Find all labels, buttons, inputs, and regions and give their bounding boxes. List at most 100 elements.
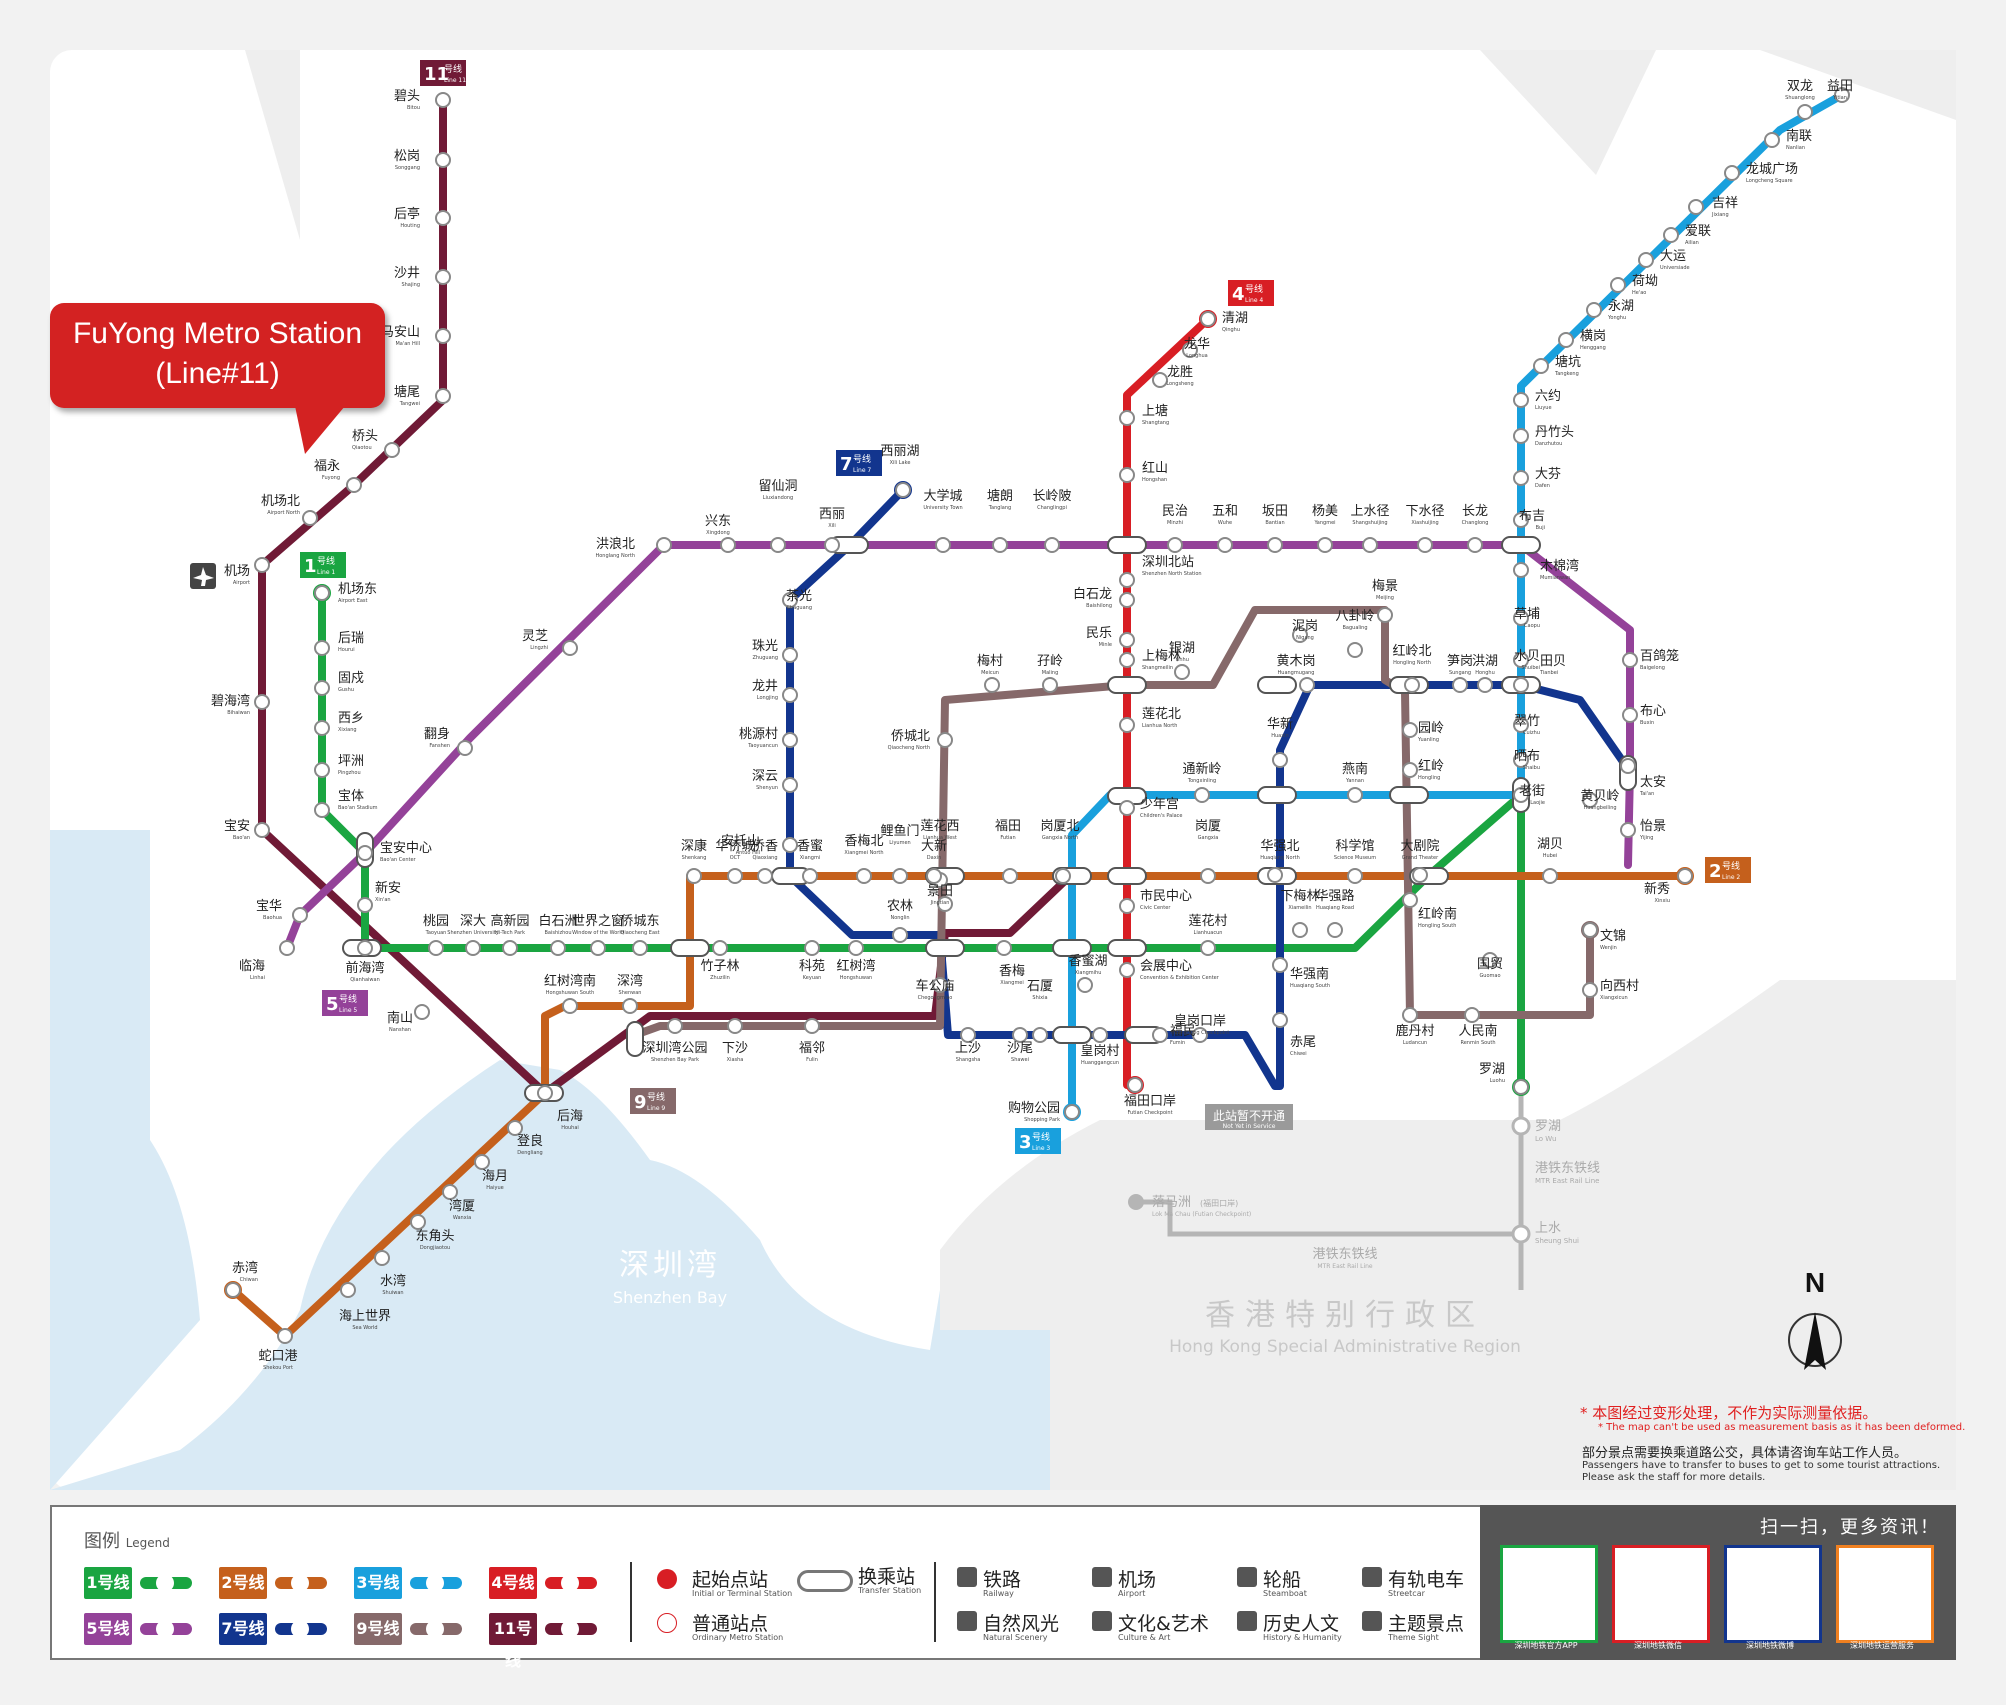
station-label[interactable]: 杨美 — [1312, 504, 1338, 519]
station-label[interactable]: 侨城北 — [891, 729, 930, 744]
station-label[interactable]: 后海 — [557, 1109, 583, 1124]
station-label[interactable]: 塘尾 — [394, 384, 420, 400]
station-label[interactable]: 洪浪北 — [596, 537, 635, 552]
station-label[interactable]: 益田 — [1827, 79, 1853, 94]
station-label[interactable]: 高新园 — [490, 913, 529, 929]
station-label[interactable]: 香蜜 — [797, 839, 823, 854]
station-label[interactable]: 固戍 — [338, 671, 364, 686]
station-label[interactable]: 红岭北 — [1392, 643, 1431, 659]
station-label[interactable]: 机场 — [224, 564, 250, 579]
station-label[interactable]: 上梅林 — [1142, 649, 1181, 664]
station-label[interactable]: 黄贝岭 — [1580, 789, 1619, 804]
station-label[interactable]: 茶光 — [786, 588, 812, 604]
station-label[interactable]: 下水径 — [1405, 504, 1444, 519]
station-label[interactable]: 景田 — [927, 884, 953, 899]
station-label[interactable]: 塘坑 — [1555, 354, 1581, 370]
station-label[interactable]: 文锦 — [1600, 929, 1626, 944]
station-label[interactable]: 民治 — [1162, 504, 1188, 519]
station-label[interactable]: 黄木岗 — [1276, 654, 1315, 669]
station-label[interactable]: 松岗 — [394, 149, 420, 164]
station-label[interactable]: 吉祥 — [1712, 196, 1738, 211]
station-label[interactable]: 赤湾 — [232, 1260, 258, 1276]
station-label[interactable]: 沙尾 — [1007, 1041, 1033, 1056]
station-label[interactable]: 华强路 — [1315, 888, 1354, 904]
station-label[interactable]: 白石洲 — [538, 913, 577, 929]
station-label[interactable]: 宝体 — [338, 789, 364, 804]
qr-code-weibo[interactable] — [1724, 1545, 1822, 1643]
station-label[interactable]: 笋岗 — [1447, 653, 1473, 669]
station-label[interactable]: 大运 — [1660, 249, 1686, 264]
station-label[interactable]: 泥岗 — [1292, 619, 1318, 634]
station-label[interactable]: 晒布 — [1514, 749, 1540, 764]
station-label[interactable]: 华侨城 — [715, 839, 754, 854]
station-label[interactable]: 西丽 — [819, 507, 845, 522]
station-label[interactable]: 大学城 — [923, 488, 962, 504]
station-label[interactable]: 皇岗口岸 — [1174, 1014, 1226, 1029]
station-label[interactable]: 银湖 — [1169, 641, 1195, 656]
station-label[interactable]: 老街 — [1519, 784, 1545, 799]
station-label[interactable]: 太安 — [1640, 775, 1666, 790]
station-label[interactable]: 孖岭 — [1037, 654, 1063, 669]
station-label[interactable]: 民乐 — [1086, 626, 1112, 641]
station-label[interactable]: 皇岗村 — [1080, 1044, 1119, 1059]
station-label[interactable]: 深康 — [681, 838, 707, 854]
station-label[interactable]: 燕南 — [1342, 761, 1368, 777]
station-label[interactable]: 园岭 — [1418, 721, 1444, 736]
station-label[interactable]: 碧海湾 — [211, 693, 250, 709]
station-label[interactable]: 布吉 — [1519, 509, 1545, 524]
station-label[interactable]: 桃源村 — [739, 727, 778, 742]
station-label[interactable]: 新秀 — [1644, 881, 1670, 897]
station-label[interactable]: 清湖 — [1222, 311, 1248, 326]
station-label[interactable]: 珠光 — [752, 639, 778, 654]
station-label[interactable]: 购物公园 — [1008, 1100, 1060, 1116]
station-label[interactable]: 桥头 — [352, 429, 378, 444]
station-label[interactable]: 通新岭 — [1182, 761, 1221, 777]
station-label[interactable]: 香梅 — [999, 964, 1025, 979]
station-label[interactable]: 西乡 — [338, 711, 364, 726]
station-label[interactable]: 龙华 — [1184, 337, 1210, 352]
station-label[interactable]: 百鸽笼 — [1640, 648, 1679, 664]
station-label[interactable]: 香梅北 — [844, 834, 883, 849]
station-label[interactable]: 前海湾 — [345, 960, 384, 976]
station-label[interactable]: 西丽湖 — [880, 444, 919, 459]
station-label[interactable]: 双龙 — [1787, 79, 1813, 94]
station-label[interactable]: 龙井 — [752, 679, 778, 694]
station-label[interactable]: 八卦岭 — [1335, 609, 1374, 624]
station-label[interactable]: 新安 — [375, 880, 401, 896]
station-label[interactable]: 兴东 — [705, 514, 731, 529]
station-label[interactable]: 红山 — [1142, 460, 1168, 476]
station-label[interactable]: 登良 — [517, 1133, 543, 1149]
station-label[interactable]: 爱联 — [1685, 224, 1711, 239]
station-label[interactable]: 后亭 — [394, 206, 420, 222]
station-label[interactable]: 五和 — [1212, 504, 1238, 519]
station-label[interactable]: 上水径 — [1350, 504, 1389, 519]
station-label[interactable]: 坂田 — [1262, 504, 1288, 519]
station-label[interactable]: 白石龙 — [1073, 586, 1112, 602]
station-label[interactable]: 塘朗 — [987, 488, 1013, 504]
station-label[interactable]: 赤尾 — [1290, 1035, 1316, 1050]
station-label[interactable]: 鹿丹村 — [1395, 1023, 1434, 1039]
station-label[interactable]: 莲花村 — [1188, 913, 1227, 929]
station-label[interactable]: 草埔 — [1514, 607, 1540, 622]
station-label[interactable]: 蛇口港 — [258, 1349, 297, 1364]
station-label[interactable]: 侨城东 — [620, 914, 659, 929]
station-label[interactable]: 灵芝 — [522, 628, 548, 644]
station-label[interactable]: 鲤鱼门 — [880, 823, 919, 839]
station-label[interactable]: 红树湾 — [836, 958, 875, 974]
station-label[interactable]: 荷坳 — [1632, 274, 1658, 289]
station-label[interactable]: 深湾 — [617, 973, 643, 989]
station-label[interactable]: 下梅林 — [1280, 889, 1319, 904]
station-label[interactable]: 华新 — [1267, 716, 1293, 732]
station-label[interactable]: 岗厦北 — [1040, 819, 1079, 834]
station-label[interactable]: 深大 — [460, 914, 486, 929]
station-label[interactable]: 深圳湾公园 — [642, 1040, 707, 1056]
station-label[interactable]: 市民中心 — [1140, 888, 1192, 904]
station-label[interactable]: 南山 — [387, 1010, 413, 1026]
station-label[interactable]: 会展中心 — [1140, 959, 1192, 974]
qr-code-app[interactable] — [1500, 1545, 1598, 1643]
station-label[interactable]: 香蜜湖 — [1068, 954, 1107, 969]
station-label[interactable]: 大剧院 — [1400, 839, 1439, 854]
station-label[interactable]: 水湾 — [380, 1273, 406, 1289]
station-label[interactable]: 海上世界 — [339, 1309, 391, 1324]
station-label[interactable]: 湾厦 — [449, 1198, 475, 1214]
